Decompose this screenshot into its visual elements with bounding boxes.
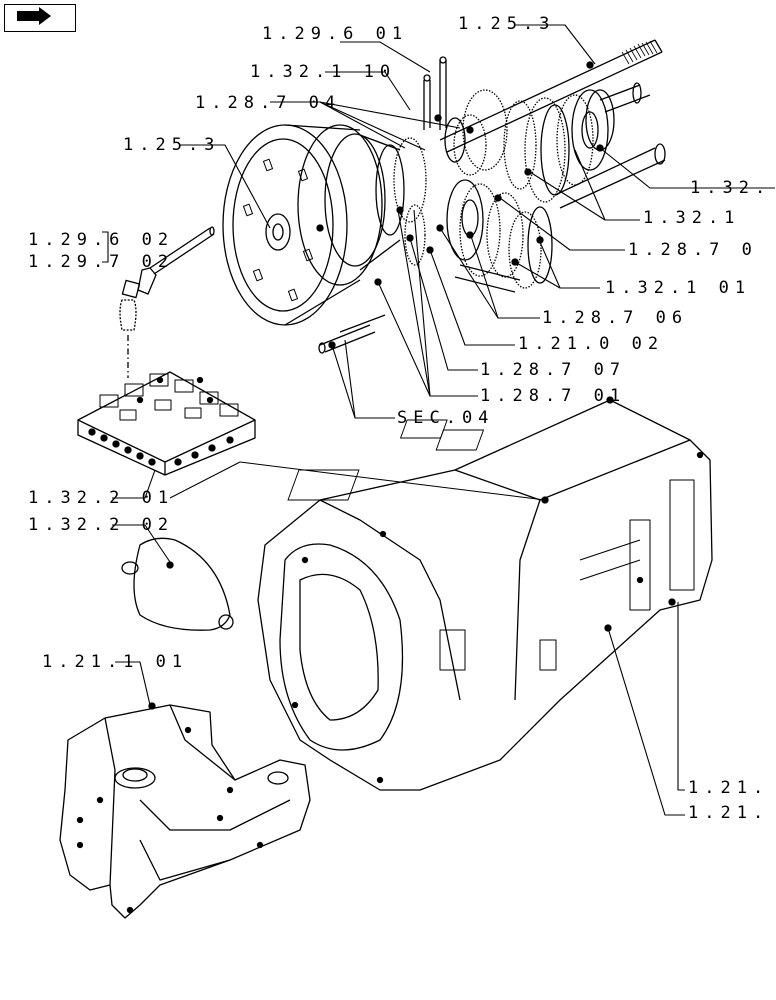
ref-label-1-32-2-01[interactable]: 1.32.2 01 bbox=[28, 488, 175, 508]
main-shaft bbox=[439, 39, 663, 153]
ref-label-1-29-6-01-top[interactable]: 1.29.6 01 bbox=[262, 24, 409, 44]
transmission-housing bbox=[257, 396, 713, 791]
clutch-assembly bbox=[222, 124, 405, 354]
accumulator-cover bbox=[121, 537, 234, 631]
ref-label-1-32-right[interactable]: 1.32. bbox=[690, 178, 772, 198]
next-page-button[interactable] bbox=[4, 4, 76, 32]
ref-label-1-28-7-07[interactable]: 1.28.7 07 bbox=[480, 360, 627, 380]
ref-label-1-28-7-01[interactable]: 1.28.7 01 bbox=[480, 386, 627, 406]
hydraulic-fitting bbox=[119, 226, 215, 378]
ref-label-1-32-1-01[interactable]: 1.32.1 01 bbox=[605, 278, 752, 298]
control-valve-block bbox=[77, 371, 256, 476]
front-support-bracket bbox=[59, 702, 311, 919]
gear-train bbox=[316, 56, 666, 349]
ref-label-1-21-0-02[interactable]: 1.21.0 02 bbox=[518, 334, 665, 354]
ref-label-1-32-1[interactable]: 1.32.1 bbox=[643, 208, 741, 228]
ref-label-1-28-7-06[interactable]: 1.28.7 06 bbox=[542, 308, 689, 328]
ref-label-sec-04[interactable]: SEC.04 bbox=[397, 408, 495, 428]
ref-label-1-21-b[interactable]: 1.21. bbox=[688, 803, 770, 823]
forward-arrow-icon bbox=[17, 7, 51, 25]
ref-label-1-28-7-0[interactable]: 1.28.7 0 bbox=[628, 240, 758, 260]
ref-label-1-25-3-left[interactable]: 1.25.3 bbox=[123, 135, 221, 155]
ref-label-1-29-7-02[interactable]: 1.29.7 02 bbox=[28, 252, 175, 272]
ref-label-1-32-2-02[interactable]: 1.32.2 02 bbox=[28, 515, 175, 535]
ref-label-1-21-1-01[interactable]: 1.21.1 01 bbox=[42, 652, 189, 672]
leader-lines bbox=[102, 24, 775, 816]
ref-label-1-32-1-10[interactable]: 1.32.1 10 bbox=[250, 62, 397, 82]
ref-label-1-21-a[interactable]: 1.21. bbox=[688, 778, 770, 798]
ref-label-1-28-7-04[interactable]: 1.28.7 04 bbox=[195, 93, 342, 113]
ref-label-1-25-3-top[interactable]: 1.25.3 bbox=[458, 14, 556, 34]
ref-label-1-29-6-02[interactable]: 1.29.6 02 bbox=[28, 230, 175, 250]
